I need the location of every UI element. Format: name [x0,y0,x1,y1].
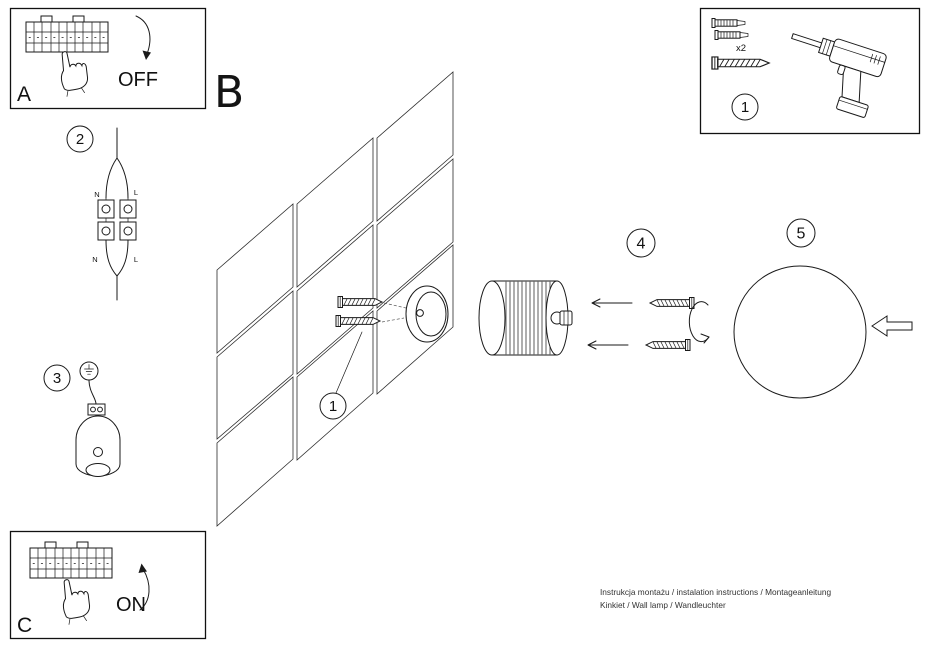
svg-text:2: 2 [76,131,84,148]
svg-text:3: 3 [53,370,61,387]
glass-globe [733,265,867,399]
rotation-arrow-icon [688,301,710,344]
svg-text:4: 4 [637,236,646,253]
wall-tile [216,376,294,527]
power-on-label: ON [116,594,146,616]
footer-line2: Kinkiet / Wall lamp / Wandleuchter [600,600,726,610]
footer: Instrukcja montażu / instalation instruc… [600,587,831,610]
svg-text:1: 1 [741,99,749,116]
step-2-badge: 2 [66,125,94,153]
step-4-badge: 4 [626,228,656,258]
wall-tile [376,158,454,309]
power-off-label: OFF [118,69,158,91]
step-2-wiring: 2 N L N L [66,125,138,301]
alignment-guide [381,302,407,323]
hand-icon [55,47,92,98]
wire-n-top-label: N [94,190,99,199]
wall-tile [216,290,294,440]
bulb-socket [550,310,573,326]
screw-direction-arrow-icon [587,298,633,350]
wall-anchor-icon [714,30,749,40]
footer-line1: Instrukcja montażu / instalation instruc… [600,587,831,597]
wire-n-bottom-label: N [92,255,97,264]
lamp-body [478,280,573,356]
parts-box-border [699,7,921,135]
assembly-screw-icon [645,339,691,351]
off-arrow-icon [135,15,151,60]
section-b-label: B [214,67,244,118]
step-3-badge: 3 [43,364,71,392]
expansion-screw-icon [337,296,383,308]
wall-tile [296,224,374,375]
drill-icon [791,33,887,118]
panel-c-border [9,530,207,640]
wiring-diagram: N L N L [92,127,138,301]
panel-c-label: C [17,614,32,637]
wall-anchor-icon [711,18,746,28]
step-5-badge: 5 [786,218,816,248]
breaker-strip-icon [25,15,109,53]
step-3-grounding: 3 [43,361,121,477]
svg-text:1: 1 [329,398,337,415]
panel-a-label: A [17,83,31,106]
assembly-screw-icon [649,297,695,309]
anchor-quantity: x2 [736,43,746,54]
screw-icon [711,56,770,70]
wire-l-bottom-label: L [134,255,138,264]
panel-c: ON C [9,530,207,640]
wall-tile [376,71,454,222]
hand-icon [57,575,94,626]
step-1-leader-line [335,331,363,394]
mounting-canopy [75,379,121,477]
breaker-strip-icon [29,541,113,579]
wall-tile [216,203,294,354]
parts-step-badge: 1 [731,93,759,121]
parts-box: x2 1 [699,7,921,135]
ground-symbol-icon [79,361,99,381]
step-1-fixing: 1 [319,296,407,420]
on-arrow-icon [138,563,150,611]
svg-text:5: 5 [797,226,806,243]
insert-arrow-icon [871,315,913,337]
wall-tile [296,137,374,288]
mounting-plate [405,285,449,343]
wall-tile [296,310,374,461]
panel-a: OFF A [9,7,207,110]
step-5-globe: 5 [733,218,913,399]
panel-a-border [9,7,207,110]
step-1-badge: 1 [319,392,347,420]
wall [216,71,454,527]
wire-l-top-label: L [134,188,138,197]
step-4-assembly: 4 [587,228,710,351]
